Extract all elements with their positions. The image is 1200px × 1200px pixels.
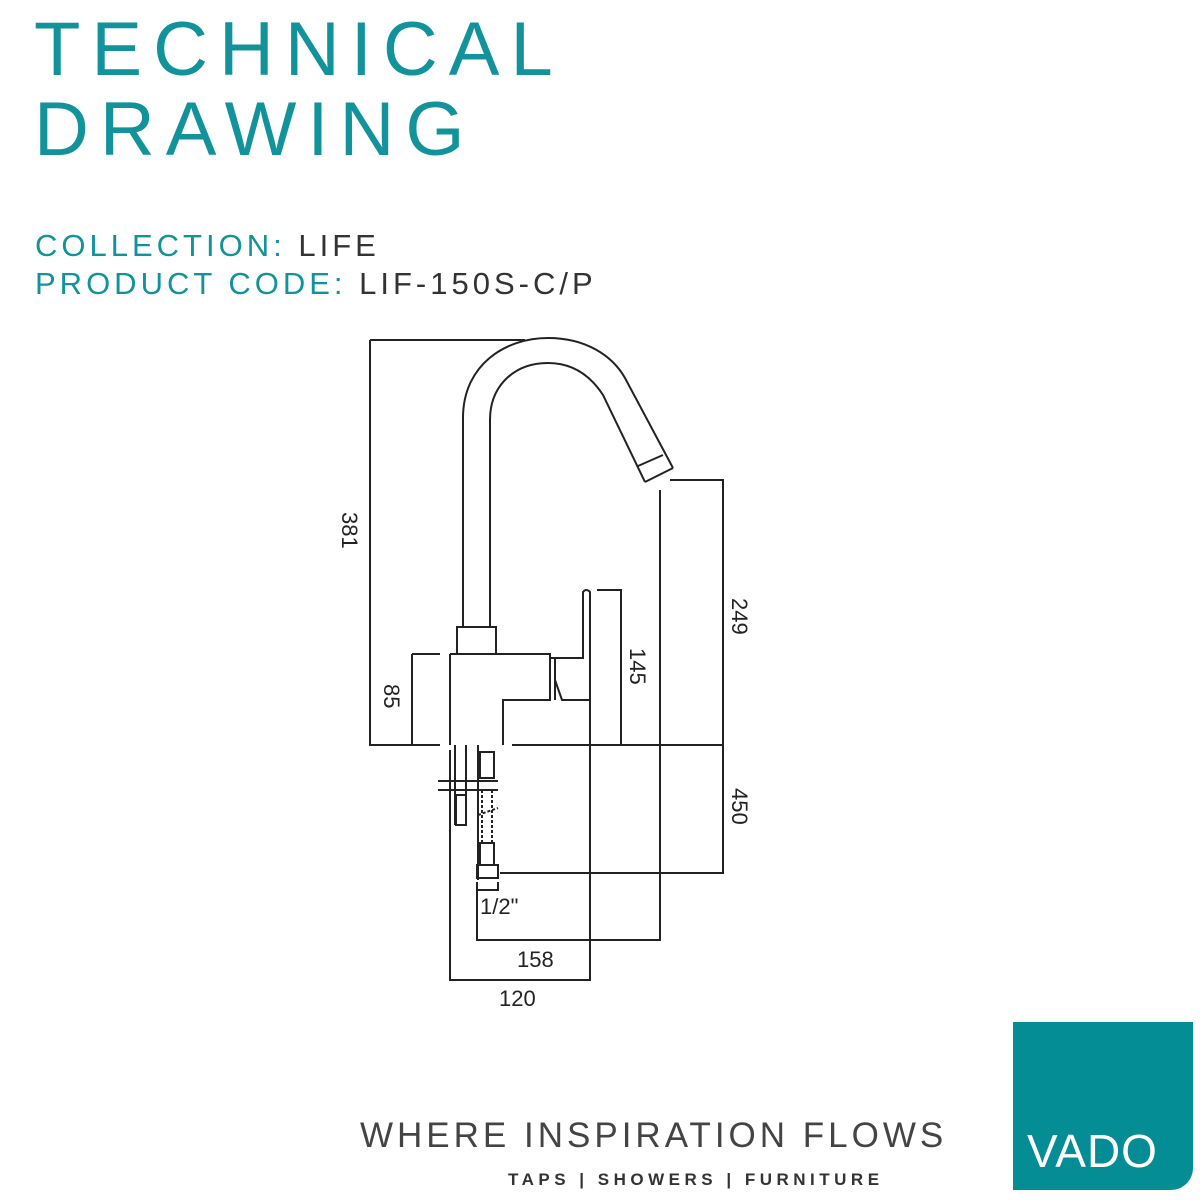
tagline: WHERE INSPIRATION FLOWS — [360, 1116, 948, 1155]
dimension-lines — [369, 339, 724, 981]
collection-label: COLLECTION: — [35, 228, 286, 263]
dim-spout-height: 249 — [727, 598, 752, 635]
dim-spout-reach: 158 — [517, 947, 554, 972]
dim-base-width: 120 — [499, 986, 536, 1011]
dim-handle-height: 145 — [625, 648, 650, 685]
title-line-1: TECHNICAL — [34, 7, 564, 92]
dim-connection: 1/2" — [480, 894, 518, 919]
product-code-value: LIF-150S-C/P — [359, 266, 597, 301]
title-line-2: DRAWING — [34, 87, 476, 172]
logo-text: VADO — [1027, 1125, 1158, 1177]
categories: TAPS | SHOWERS | FURNITURE — [508, 1170, 884, 1189]
dim-total-height: 381 — [337, 512, 362, 549]
dim-hose-length: 450 — [727, 788, 752, 825]
product-code-line: PRODUCT CODE: LIF-150S-C/P — [35, 266, 597, 302]
product-code-label: PRODUCT CODE: — [35, 266, 347, 301]
collection-line: COLLECTION: LIFE — [35, 228, 380, 264]
tap-outline — [438, 336, 674, 891]
collection-value: LIFE — [298, 228, 380, 263]
vado-logo: VADO — [1013, 1022, 1193, 1190]
dim-body-height: 85 — [379, 684, 404, 708]
